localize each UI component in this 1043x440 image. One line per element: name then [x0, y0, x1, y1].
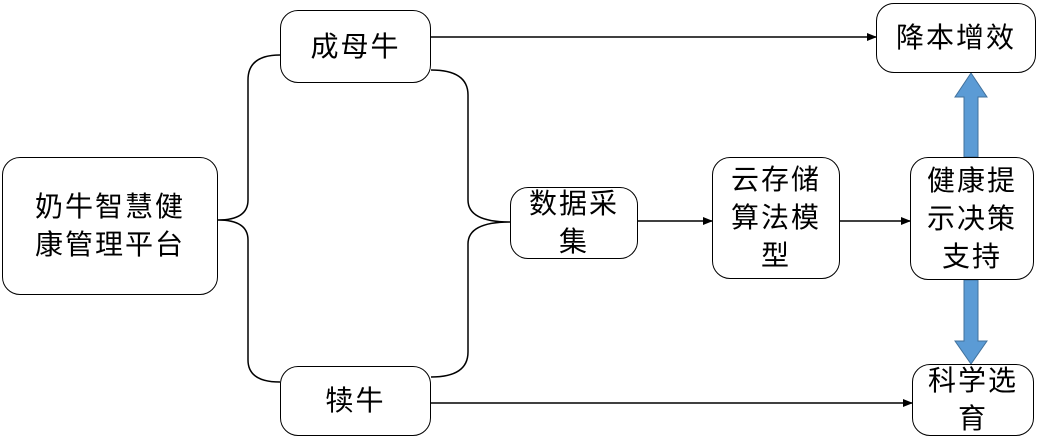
breeding-node: 科学选 育 — [912, 364, 1034, 436]
decision-support-label: 健康提 示决策 支持 — [926, 163, 1017, 273]
breeding-label: 科学选 育 — [927, 364, 1018, 435]
adult-cow-label: 成母牛 — [310, 29, 401, 63]
platform-label: 奶牛智慧健 康管理平台 — [34, 190, 185, 261]
heifer-label: 犊牛 — [325, 384, 386, 417]
collection-brace — [430, 69, 511, 378]
thick-arrow-down — [954, 279, 988, 365]
cloud-model-label: 云存储 算法模 型 — [730, 163, 821, 272]
cost-reduction-node: 降本增效 — [876, 3, 1036, 73]
cost-reduction-label: 降本增效 — [895, 21, 1016, 54]
cloud-model-node: 云存储 算法模 型 — [712, 157, 840, 279]
platform-brace — [217, 54, 281, 383]
thick-arrow-up — [954, 72, 988, 158]
decision-support-node: 健康提 示决策 支持 — [910, 157, 1034, 280]
data-collection-label: 数据采 集 — [528, 187, 619, 258]
platform-node: 奶牛智慧健 康管理平台 — [2, 157, 218, 295]
adult-cow-node: 成母牛 — [280, 10, 431, 83]
data-collection-node: 数据采 集 — [510, 187, 638, 259]
heifer-node: 犊牛 — [280, 366, 431, 436]
